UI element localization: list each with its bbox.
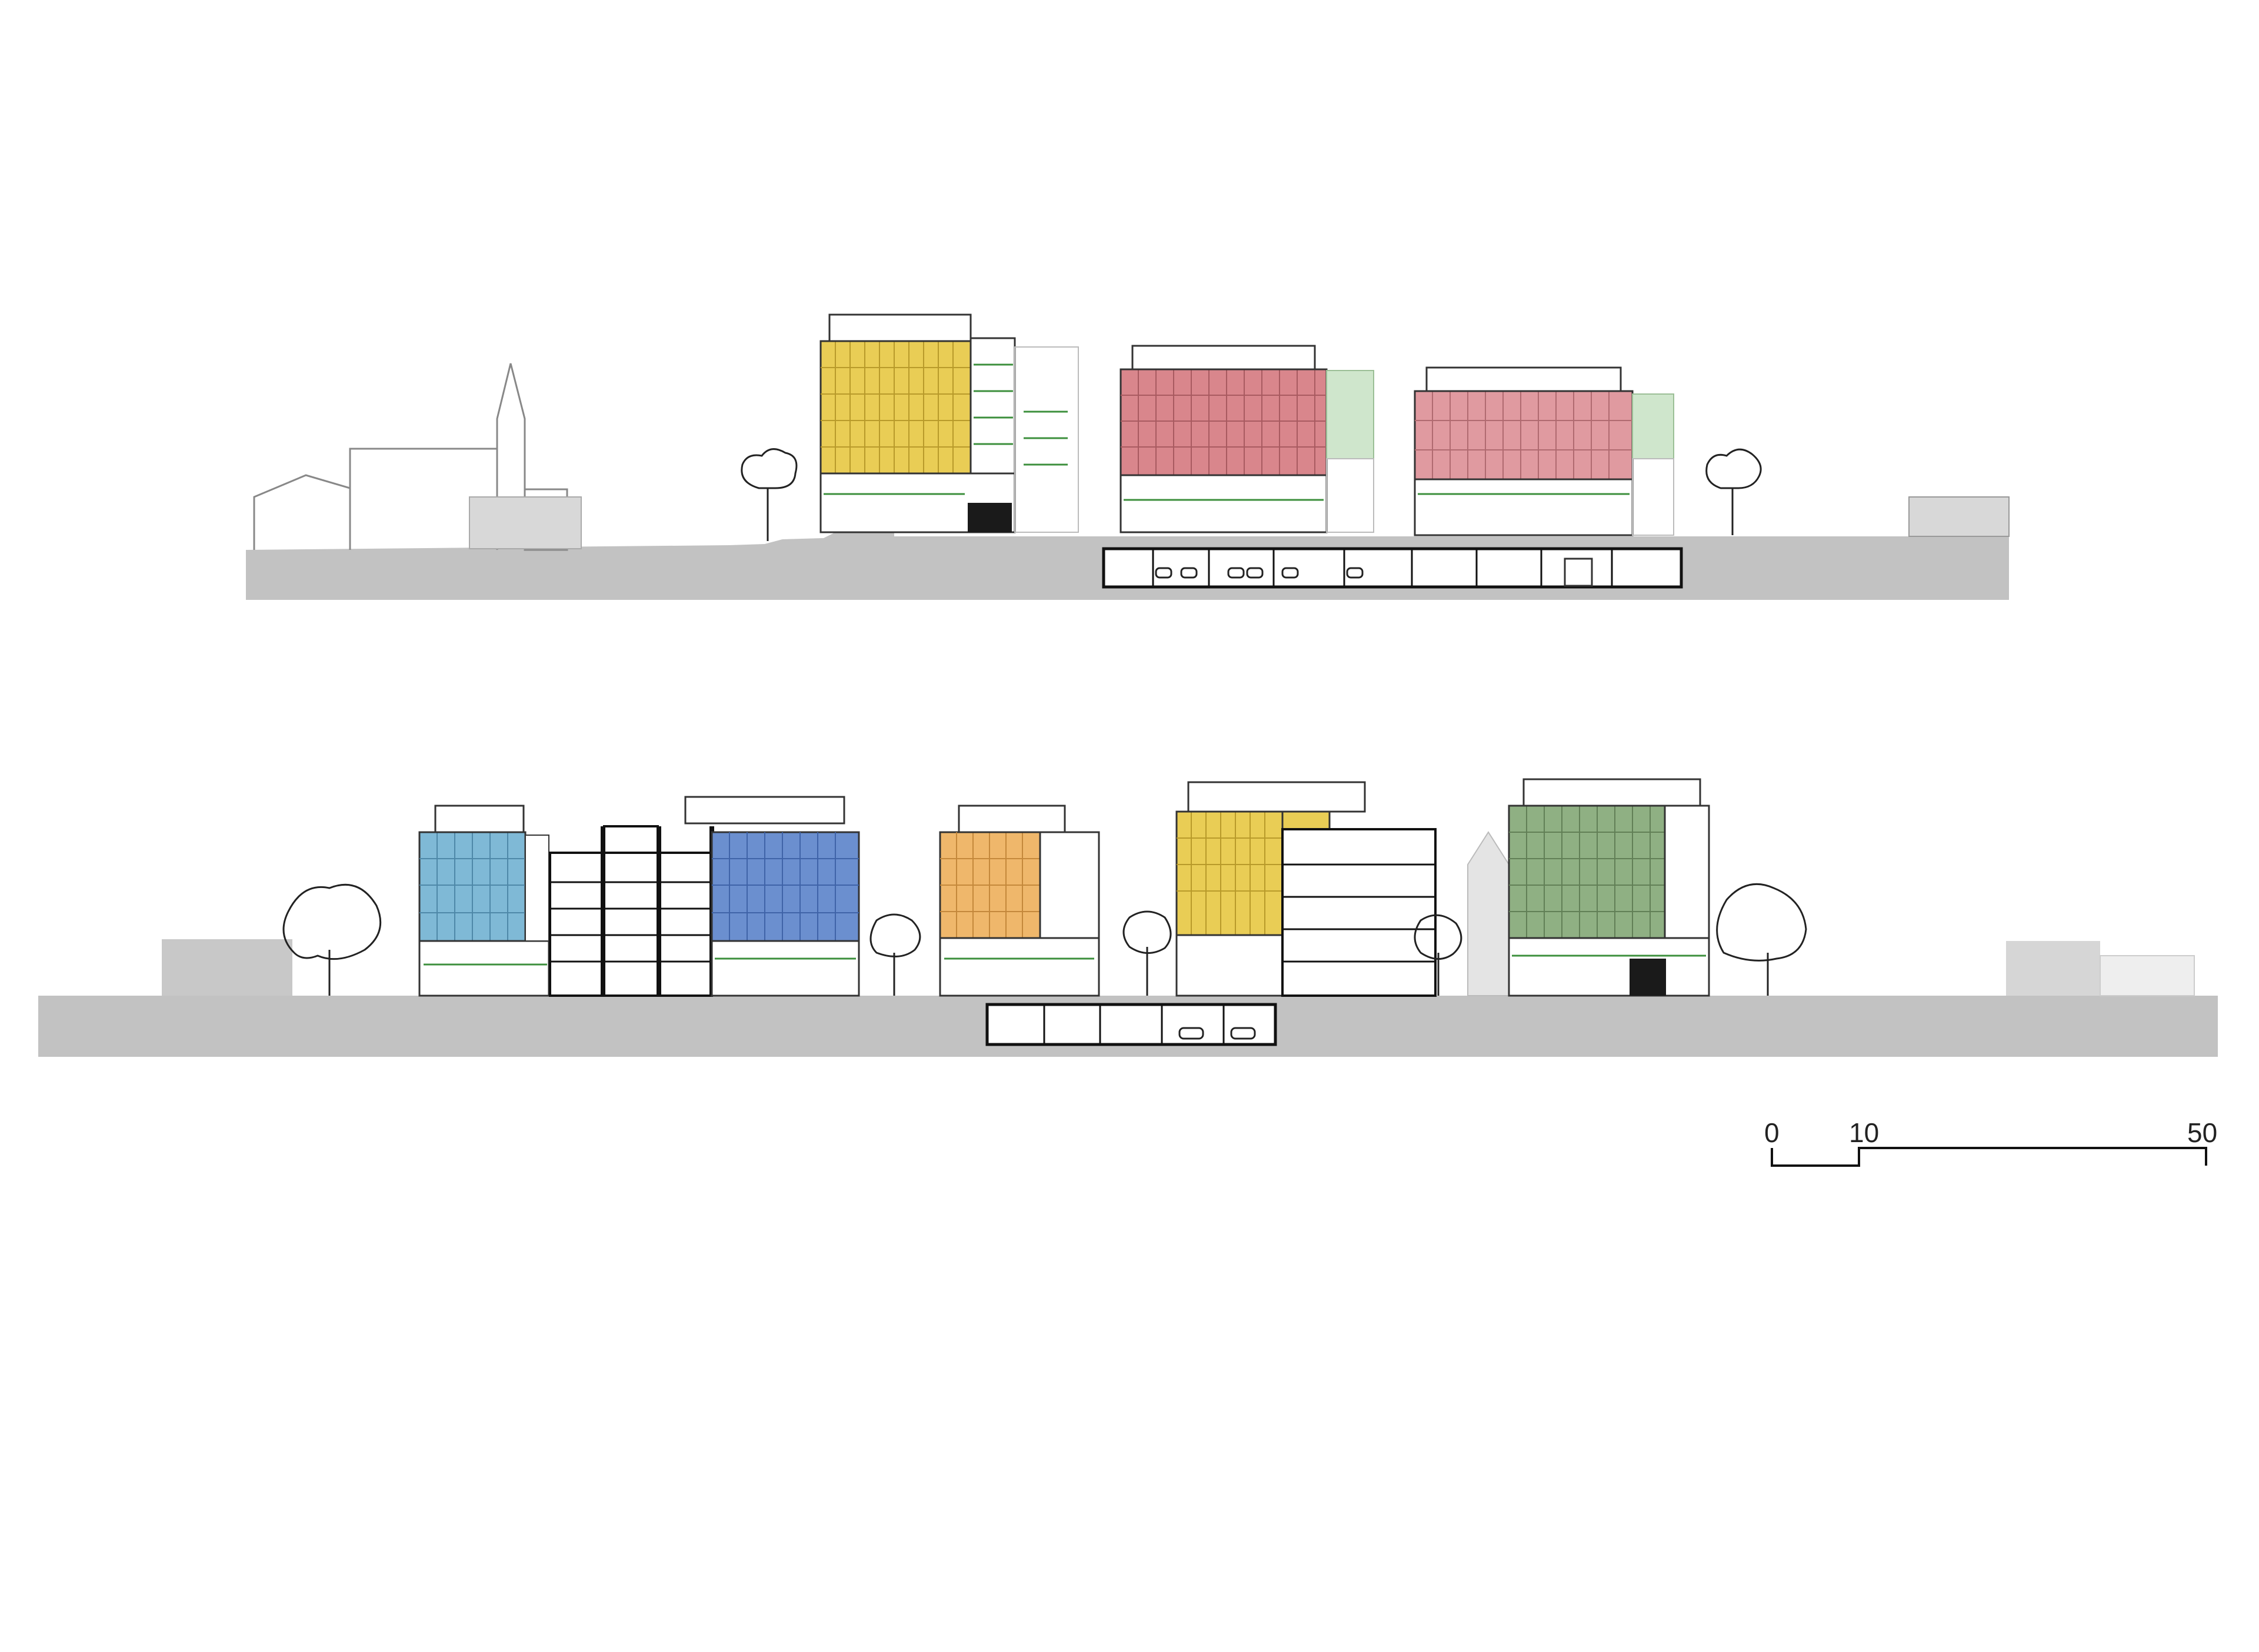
tree-upper-1 [741,448,798,541]
building-red-upper-2 [1414,366,1674,536]
trees-lower [282,883,1807,996]
neighbour-block-right [1908,496,2010,537]
upper-elevation [246,313,2010,600]
church-spire-lower [1467,831,1510,996]
neighbour-block-left [469,496,582,549]
building-blue-light [418,805,550,997]
building-yellow-lower [1175,781,1437,997]
scale-bar: 0 10 50 [1764,1117,2217,1167]
upper-underground-parking [1102,547,1683,589]
section-cut-building [549,825,714,997]
scale-bar-line [1771,1147,2207,1167]
building-orange [939,805,1100,997]
parked-cars [1155,567,1364,579]
neighbour-right-lower [2006,941,2100,996]
scale-label-10: 10 [1849,1117,1879,1148]
neighbour-right-lower-2 [2100,955,2195,996]
neighbour-left-lower [162,939,292,996]
lower-parked-cars [1178,1027,1256,1040]
planting-lower [424,955,1706,966]
scale-label-50: 50 [2187,1117,2217,1148]
building-blue-dark [684,796,860,997]
building-red-upper-1 [1119,345,1374,533]
lower-underground-parking [985,1003,1277,1046]
building-green [1508,778,1710,997]
lower-section [38,778,2218,1057]
scale-label-0: 0 [1764,1117,1780,1148]
building-yellow-upper [819,313,1079,533]
tree-upper-2 [1705,448,1762,535]
